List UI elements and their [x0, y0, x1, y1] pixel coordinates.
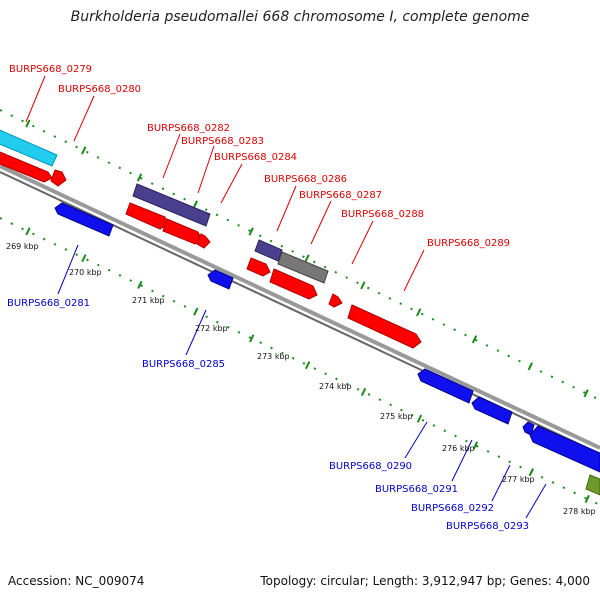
- inner-major-tick-8: [472, 441, 479, 450]
- feature-forward-strand-1[interactable]: [0, 150, 53, 183]
- outer-major-tick-10: [583, 389, 589, 398]
- feature-burps668-0288[interactable]: [328, 293, 343, 308]
- tick-label-274: 274 kbp: [319, 382, 352, 391]
- outer-major-tick-3: [192, 200, 199, 209]
- reverse-gene-labels: BURPS668_0281 BURPS668_0285 BURPS668_029…: [7, 298, 529, 532]
- tick-label-277: 277 kbp: [502, 475, 535, 484]
- gene-label-burps668-0285[interactable]: BURPS668_0285: [142, 359, 225, 370]
- gene-label-burps668-0288[interactable]: BURPS668_0288: [341, 209, 424, 220]
- label-leaders: [25, 75, 547, 519]
- inner-major-tick-9: [528, 468, 534, 477]
- accession-text: Accession: NC_009074: [8, 574, 145, 588]
- feature-burps668-0293[interactable]: [529, 425, 600, 473]
- forward-gene-labels: BURPS668_0279 BURPS668_0280 BURPS668_028…: [9, 64, 510, 249]
- outer-major-tick-0: [25, 119, 31, 128]
- feature-burps668-0284[interactable]: [162, 218, 203, 245]
- gene-label-burps668-0286[interactable]: BURPS668_0286: [264, 174, 347, 185]
- outer-major-tick-2: [136, 173, 143, 182]
- tick-label-270: 270 kbp: [69, 268, 102, 277]
- feature-burps668-0282[interactable]: [132, 183, 211, 227]
- outer-major-tick-5: [304, 254, 310, 263]
- gene-label-burps668-0284[interactable]: BURPS668_0284: [214, 152, 297, 163]
- tick-label-269: 269 kbp: [6, 242, 39, 251]
- inner-major-tick-5: [304, 361, 311, 370]
- outer-major-tick-8: [471, 335, 478, 344]
- feature-burps668-0279[interactable]: [0, 128, 58, 167]
- feature-burps668-0289[interactable]: [347, 304, 422, 349]
- gene-label-burps668-0291[interactable]: BURPS668_0291: [375, 484, 458, 495]
- inner-major-tick-7: [416, 414, 423, 423]
- feature-burps668-0280[interactable]: [50, 169, 67, 187]
- feature-burps668-0286[interactable]: [254, 239, 283, 262]
- feature-olive[interactable]: [585, 474, 600, 496]
- outer-major-ticks: [25, 119, 589, 398]
- inner-major-tick-6: [360, 387, 367, 396]
- feature-burps668-0281[interactable]: [54, 202, 114, 237]
- gene-label-burps668-0279[interactable]: BURPS668_0279: [9, 64, 92, 75]
- inner-major-tick-0: [25, 227, 31, 236]
- inner-major-tick-2: [137, 280, 143, 289]
- gene-label-burps668-0282[interactable]: BURPS668_0282: [147, 123, 230, 134]
- tick-label-273: 273 kbp: [257, 352, 290, 361]
- gene-label-burps668-0281[interactable]: BURPS668_0281: [7, 298, 90, 309]
- inner-major-tick-1: [81, 254, 87, 263]
- outer-major-tick-7: [416, 308, 422, 317]
- feature-burps668-0292[interactable]: [522, 421, 535, 436]
- inner-major-tick-10: [584, 494, 590, 503]
- inner-major-tick-4: [249, 334, 255, 343]
- gene-label-burps668-0287[interactable]: BURPS668_0287: [299, 190, 382, 201]
- inner-major-tick-3: [193, 307, 199, 316]
- feature-burps668-0291[interactable]: [471, 396, 513, 425]
- outer-tick-track: [0, 109, 600, 401]
- genome-summary-text: Topology: circular; Length: 3,912,947 bp…: [260, 574, 590, 588]
- tick-label-278: 278 kbp: [563, 507, 596, 516]
- feature-burps668-0285[interactable]: [207, 269, 234, 290]
- tick-label-272: 272 kbp: [195, 324, 228, 333]
- outer-major-tick-9: [527, 362, 533, 371]
- map-title: Burkholderia pseudomallei 668 chromosome…: [70, 9, 530, 25]
- tick-label-271: 271 kbp: [132, 296, 165, 305]
- feature-forward-strand-3[interactable]: [246, 257, 271, 277]
- scale-tick-labels: 269 kbp 270 kbp 271 kbp 272 kbp 273 kbp …: [6, 242, 596, 516]
- gene-label-burps668-0292[interactable]: BURPS668_0292: [411, 503, 494, 514]
- gene-label-burps668-0289[interactable]: BURPS668_0289: [427, 238, 510, 249]
- outer-major-tick-4: [248, 227, 254, 236]
- outer-major-tick-1: [81, 146, 87, 155]
- outer-major-tick-6: [360, 281, 366, 290]
- feature-burps668-0287[interactable]: [277, 251, 329, 284]
- gene-label-burps668-0280[interactable]: BURPS668_0280: [58, 84, 141, 95]
- gene-label-burps668-0283[interactable]: BURPS668_0283: [181, 136, 264, 147]
- inner-major-ticks: [25, 227, 590, 503]
- gene-label-burps668-0293[interactable]: BURPS668_0293: [446, 521, 529, 532]
- tick-label-276: 276 kbp: [442, 444, 475, 453]
- gene-label-burps668-0290[interactable]: BURPS668_0290: [329, 461, 412, 472]
- feature-forward-strand-4[interactable]: [269, 268, 318, 300]
- tick-label-275: 275 kbp: [380, 412, 413, 421]
- feature-forward-strand-2[interactable]: [196, 233, 211, 249]
- feature-burps668-0290[interactable]: [417, 368, 474, 404]
